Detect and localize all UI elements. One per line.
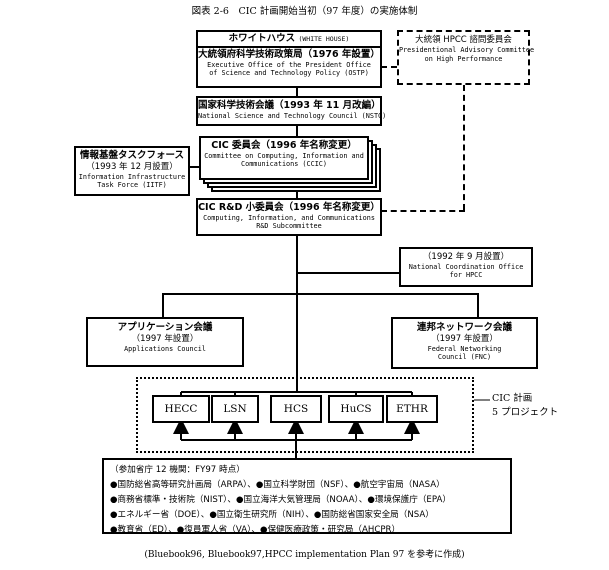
nstc-box: 国家科学技術会議（1993 年 11 月改編） National Science… bbox=[196, 96, 387, 126]
project-hecc: HECC bbox=[152, 395, 210, 423]
cic-program-label: CIC 計画 5 プロジェクト bbox=[492, 393, 559, 418]
dashed-connector-pac bbox=[381, 66, 397, 68]
fnc-box: 連邦ネットワーク会議 （1997 年設置） Federal Networking… bbox=[391, 317, 538, 369]
project-hucs: HuCS bbox=[328, 395, 384, 423]
dashed-connector-pac-down bbox=[463, 85, 465, 210]
ostp-en-line1: Executive Office of the President Office bbox=[207, 60, 371, 69]
ccic-en-line1: Committee on Computing, Information and bbox=[204, 151, 364, 160]
project-ethr: ETHR bbox=[386, 395, 438, 423]
pac-en-line2: on High Performance bbox=[424, 54, 503, 63]
figure-source: (Bluebook96, Bluebook97,HPCC implementat… bbox=[144, 550, 465, 560]
iitf-box: 情報基盤タスクフォース （1993 年 12 月設置） Information … bbox=[74, 146, 190, 196]
nco-en-line1: National Coordination Office bbox=[408, 262, 524, 271]
pac-en-line1: Presidentional Advisory Committee bbox=[399, 46, 535, 55]
connector-branch-left bbox=[162, 293, 164, 317]
fnc-en-line1: Federal Networking bbox=[427, 344, 502, 353]
agencies-box: （参加省庁 12 機関：FY97 時点） ●国防総省高等研究計画局（ARPA）、… bbox=[102, 458, 512, 535]
ccic-box: CIC 委員会（1996 年名称変更） Committee on Computi… bbox=[199, 136, 369, 180]
rd-subcommittee-box: CIC R&D 小委員会（1996 年名称変更） Computing, Info… bbox=[196, 198, 382, 236]
connector-branch-right bbox=[477, 293, 479, 317]
dashed-connector-pac-rd bbox=[381, 210, 465, 212]
iitf-en-line2: Task Force (IITF) bbox=[97, 180, 167, 189]
pac-title: 大統領 HPCC 諮問委員会 bbox=[415, 35, 512, 45]
iitf-en-line1: Information Infrastructure bbox=[78, 172, 186, 181]
fnc-date: （1997 年設置） bbox=[431, 333, 498, 344]
iitf-date: （1993 年 12 月設置） bbox=[86, 161, 178, 172]
fnc-title: 連邦ネットワーク会議 bbox=[416, 322, 512, 333]
nco-box: （1992 年 9 月設置） National Coordination Off… bbox=[399, 247, 533, 287]
figure-title: 図表 2-6 CIC 計画開始当初（97 年度）の実施体制 bbox=[191, 6, 418, 17]
connector-wh-nstc bbox=[296, 88, 298, 96]
connector-iitf-ccic bbox=[189, 166, 199, 168]
applications-council-box: アプリケーション会議 （1997 年設置） Applications Counc… bbox=[86, 317, 244, 367]
apps-en: Applications Council bbox=[124, 344, 206, 353]
agencies-line-2: ●商務省標準・技術院（NIST）、●国立海洋大気管理局（NOAA）、●環境保護庁… bbox=[110, 495, 451, 505]
nstc-en: National Science and Technology Council … bbox=[198, 111, 387, 120]
agencies-line-3: ●エネルギー省（DOE）、●国立衛生研究所（NIH）、●国防総省国家安全局（NS… bbox=[110, 510, 434, 520]
agencies-line-1: ●国防総省高等研究計画局（ARPA）、●国立科学財団（NSF）、●航空宇宙局（N… bbox=[110, 480, 445, 490]
agencies-header: （参加省庁 12 機関：FY97 時点） bbox=[110, 465, 245, 475]
nco-date: （1992 年 9 月設置） bbox=[422, 252, 510, 262]
nco-en-line2: for HPCC bbox=[449, 271, 483, 280]
white-house-box: ホワイトハウス (WHITE HOUSE) 大統領府科学技術政策局（1976 年… bbox=[196, 30, 382, 88]
iitf-title: 情報基盤タスクフォース bbox=[79, 150, 185, 161]
ostp-title: 大統領府科学技術政策局（1976 年設置） bbox=[198, 48, 380, 60]
ostp-en-line2: of Science and Technology Policy (OSTP) bbox=[209, 69, 369, 78]
connector-rd-down bbox=[296, 236, 298, 392]
project-hcs: HCS bbox=[270, 395, 322, 423]
connector-ccic-rd bbox=[296, 188, 298, 198]
apps-date: （1997 年設置） bbox=[131, 333, 199, 344]
connector-nstc-ccic bbox=[296, 126, 298, 136]
pac-box: 大統領 HPCC 諮問委員会 Presidentional Advisory C… bbox=[397, 30, 535, 85]
connector-branch-hline bbox=[162, 293, 479, 295]
agencies-line-4: ●教育省（ED）、●復員軍人省（VA）、●保健医療政策・研究局（AHCPR） bbox=[110, 525, 401, 535]
rd-en-line2: R&D Subcommittee bbox=[256, 222, 322, 231]
projects-container bbox=[136, 377, 474, 453]
rd-en-line1: Computing, Information, and Communicatio… bbox=[203, 213, 375, 222]
white-house-title: ホワイトハウス (WHITE HOUSE) bbox=[228, 33, 350, 44]
project-lsn: LSN bbox=[211, 395, 259, 423]
rd-title: CIC R&D 小委員会（1996 年名称変更） bbox=[198, 202, 380, 213]
connector-nco-hline bbox=[297, 272, 399, 274]
apps-title: アプリケーション会議 bbox=[117, 322, 213, 333]
ccic-title: CIC 委員会（1996 年名称変更） bbox=[211, 140, 357, 151]
nstc-title: 国家科学技術会議（1993 年 11 月改編） bbox=[198, 100, 381, 111]
ccic-en-line2: Communications (CCIC) bbox=[241, 160, 327, 169]
fnc-en-line2: Council (FNC) bbox=[437, 352, 492, 361]
